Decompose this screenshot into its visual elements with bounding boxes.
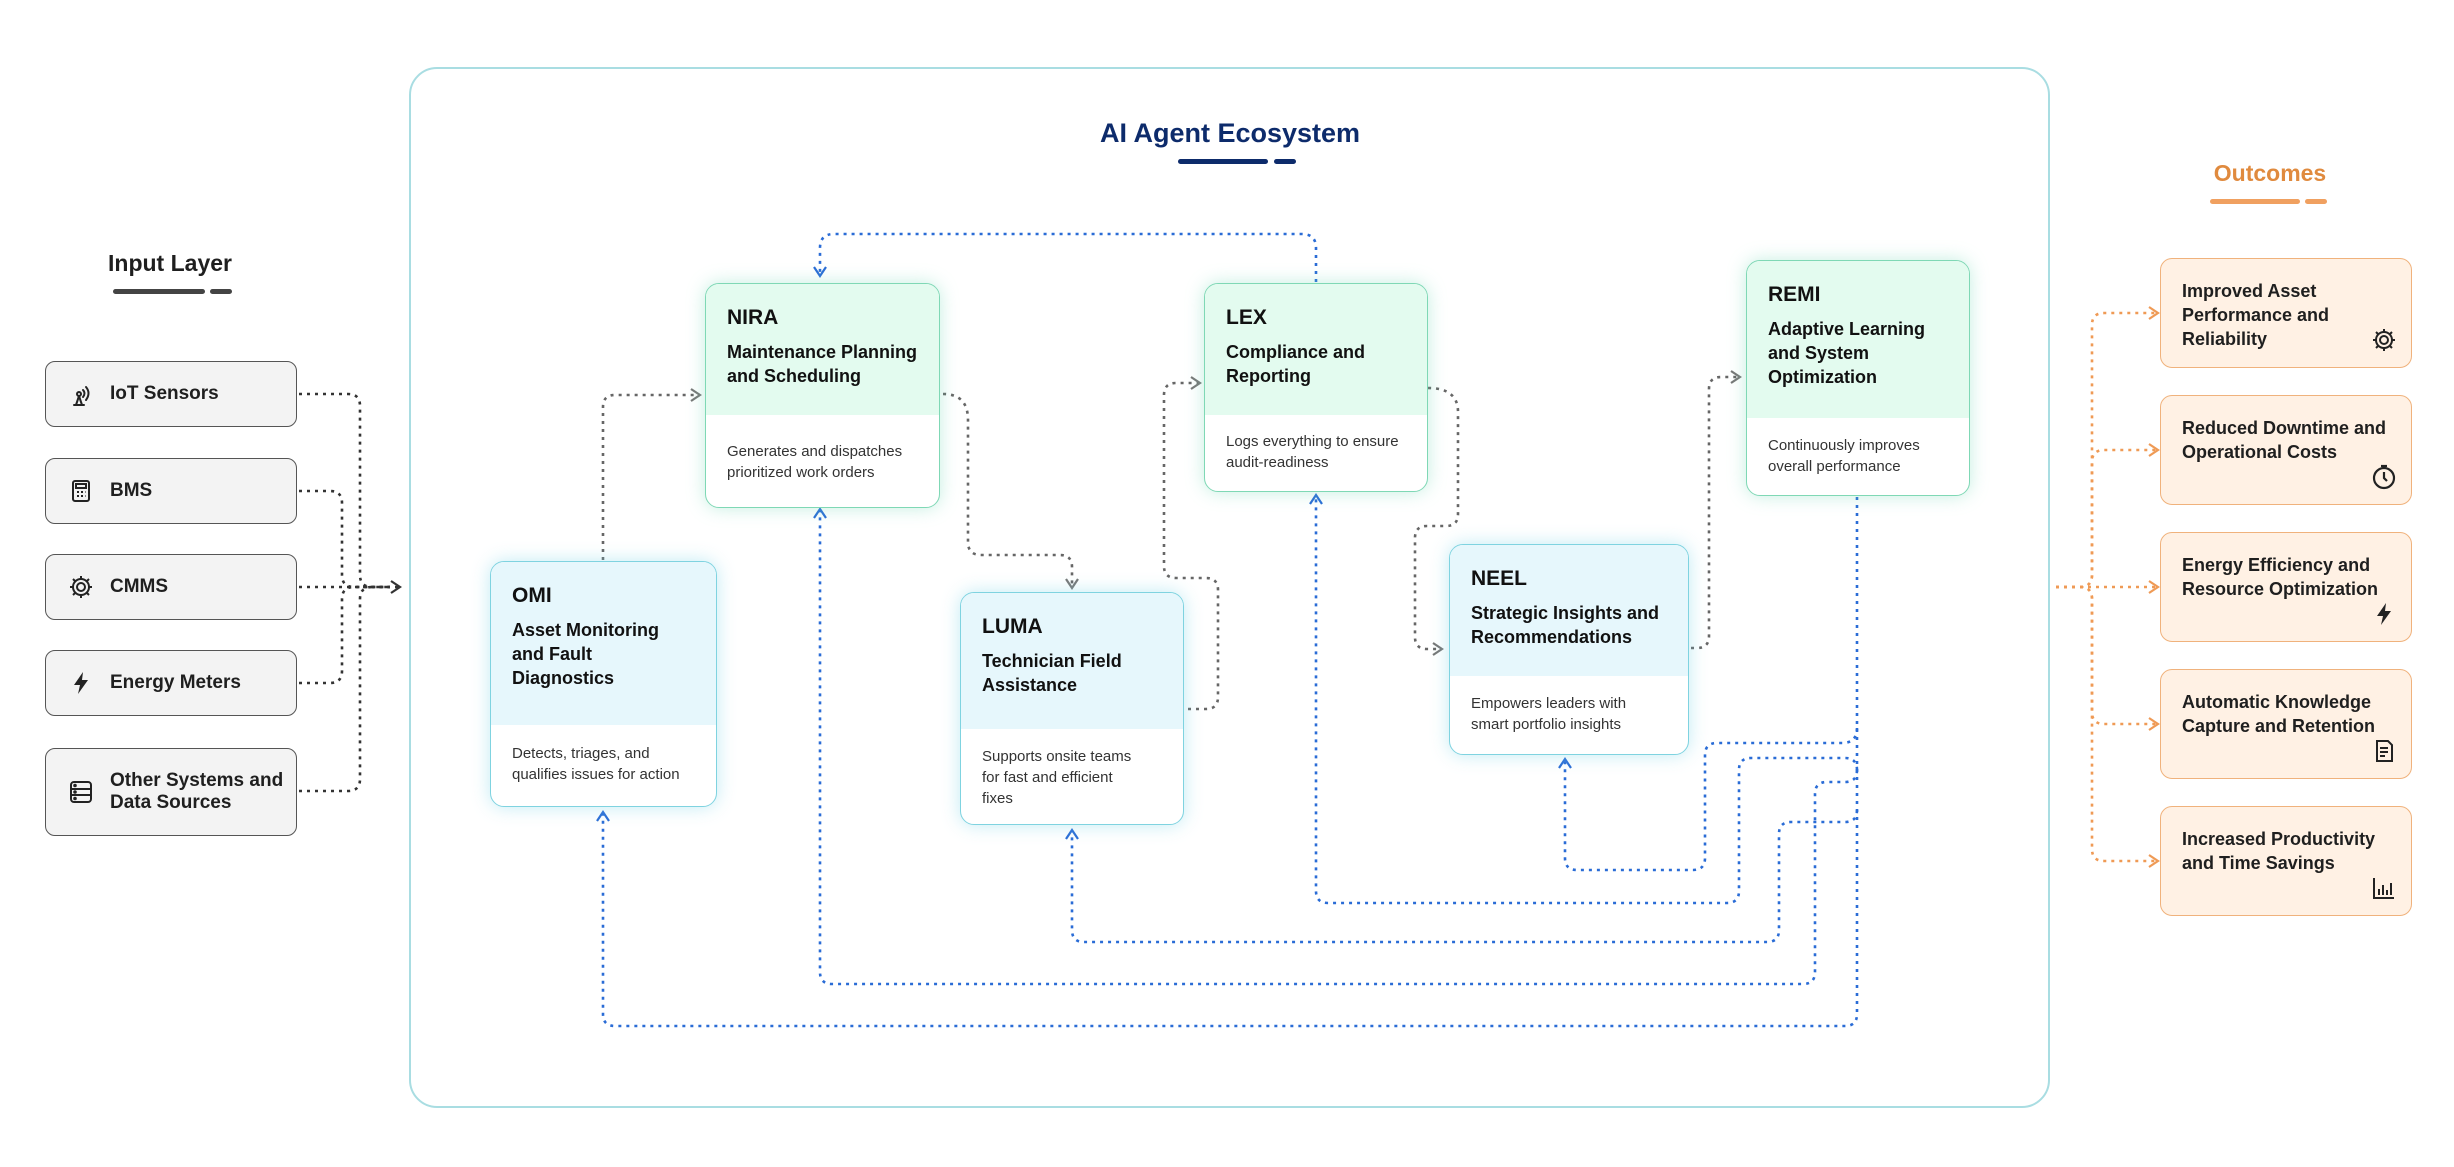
- agent-role: Strategic Insights and Recommendations: [1471, 603, 1660, 647]
- document-icon: [2376, 740, 2393, 762]
- bar-chart-icon: [2373, 878, 2394, 899]
- clock-icon: [2372, 464, 2396, 490]
- outcome-connectors: [2056, 306, 2160, 868]
- agent-name: NEEL: [1471, 567, 1528, 590]
- input-iot-sensors: IoT Sensors: [45, 361, 297, 427]
- agent-card-nira: NIRA Maintenance Planning and Scheduling…: [705, 283, 940, 508]
- input-label: IoT Sensors: [110, 383, 219, 404]
- outcome-energy-efficiency: Energy Efficiency and Resource Optimizat…: [2160, 532, 2412, 642]
- agent-name: LEX: [1226, 306, 1267, 329]
- agent-description: Empowers leaders with smart portfolio in…: [1471, 695, 1627, 733]
- outcomes-title-underline: [2210, 199, 2300, 204]
- outcome-reduced-downtime: Reduced Downtime and Operational Costs: [2160, 395, 2412, 505]
- agent-description: Supports onsite teams for fast and effic…: [982, 748, 1132, 807]
- lightning-icon: [2377, 603, 2391, 625]
- outcome-label: Automatic Knowledge Capture and Retentio…: [2182, 692, 2376, 736]
- agent-description: Continuously improves overall performanc…: [1768, 437, 1920, 475]
- lightning-icon: [68, 670, 94, 696]
- input-energy-meters: Energy Meters: [45, 650, 297, 716]
- agent-role: Compliance and Reporting: [1226, 342, 1366, 386]
- input-connectors: [299, 392, 402, 793]
- input-label: Energy Meters: [110, 672, 241, 693]
- agent-role: Adaptive Learning and System Optimizatio…: [1768, 319, 1926, 387]
- outcome-label: Energy Efficiency and Resource Optimizat…: [2182, 555, 2379, 599]
- input-title-underline: [113, 289, 205, 294]
- input-cmms: CMMS: [45, 554, 297, 620]
- outcome-label: Increased Productivity and Time Savings: [2182, 829, 2376, 873]
- outcomes-title: Outcomes: [2213, 160, 2327, 186]
- ecosystem-container: [409, 67, 2050, 1108]
- input-bms: BMS: [45, 458, 297, 524]
- ecosystem-title-underline: [1178, 159, 1268, 164]
- ecosystem-title: AI Agent Ecosystem: [1099, 118, 1361, 148]
- outcome-knowledge-capture: Automatic Knowledge Capture and Retentio…: [2160, 669, 2412, 779]
- agent-card-lex: LEX Compliance and Reporting Logs everyt…: [1204, 283, 1428, 492]
- outcomes-title-underline-dot: [2305, 199, 2327, 204]
- input-title-underline-dot: [210, 289, 232, 294]
- input-other-systems: Other Systems and Data Sources: [45, 748, 297, 836]
- outcome-productivity: Increased Productivity and Time Savings: [2160, 806, 2412, 916]
- agent-role: Technician Field Assistance: [982, 651, 1122, 695]
- outcome-label: Reduced Downtime and Operational Costs: [2182, 418, 2387, 462]
- input-label: BMS: [110, 480, 153, 501]
- gear-icon: [2373, 329, 2395, 351]
- agent-description: Generates and dispatches prioritized wor…: [727, 443, 903, 481]
- agent-card-remi: REMI Adaptive Learning and System Optimi…: [1746, 260, 1970, 496]
- input-label: CMMS: [110, 576, 169, 597]
- input-layer-title: Input Layer: [108, 250, 232, 276]
- agent-name: LUMA: [982, 615, 1043, 638]
- input-label: Other Systems and Data Sources: [110, 770, 284, 813]
- server-icon: [68, 779, 94, 805]
- antenna-icon: [68, 381, 94, 407]
- outcome-asset-performance: Improved Asset Performance and Reliabili…: [2160, 258, 2412, 368]
- agent-name: REMI: [1768, 283, 1821, 306]
- calculator-icon: [68, 478, 94, 504]
- agent-role: Asset Monitoring and Fault Diagnostics: [512, 620, 659, 688]
- agent-role: Maintenance Planning and Scheduling: [727, 342, 918, 386]
- agent-description: Logs everything to ensure audit-readines…: [1226, 433, 1399, 471]
- outcome-label: Improved Asset Performance and Reliabili…: [2182, 281, 2330, 349]
- agent-card-luma: LUMA Technician Field Assistance Support…: [960, 592, 1184, 825]
- agent-card-neel: NEEL Strategic Insights and Recommendati…: [1449, 544, 1689, 755]
- agent-name: NIRA: [727, 306, 779, 329]
- gear-icon: [68, 574, 94, 600]
- agent-card-omi: OMI Asset Monitoring and Fault Diagnosti…: [490, 561, 717, 807]
- ecosystem-title-underline-dot: [1274, 159, 1296, 164]
- agent-name: OMI: [512, 584, 552, 607]
- agent-description: Detects, triages, and qualifies issues f…: [512, 745, 680, 783]
